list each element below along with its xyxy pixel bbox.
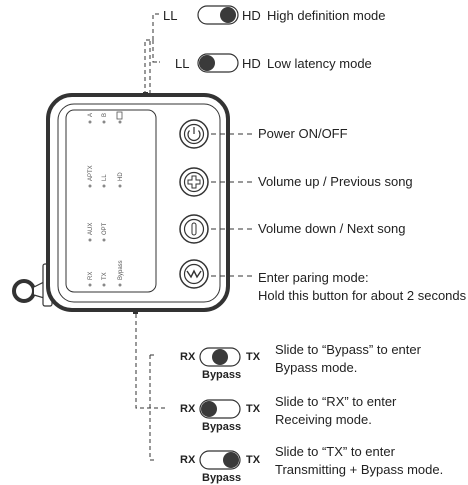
- rx-description-line2: Receiving mode.: [275, 412, 372, 427]
- led-b: B: [102, 113, 108, 117]
- switch-hd: [197, 5, 239, 25]
- pair-description-line1: Enter paring mode:: [258, 270, 369, 285]
- switch-rx: [199, 399, 241, 419]
- led-aux: AUX: [88, 223, 94, 235]
- rx-switch-sub-label: Bypass: [202, 421, 242, 433]
- rx-description-line1: Slide to “RX” to enter: [275, 394, 397, 409]
- bluetooth-pair-icon: [186, 269, 202, 279]
- rx-switch-right-label: TX: [246, 403, 261, 415]
- switch-ll: [197, 53, 239, 73]
- led-opt: OPT: [102, 222, 108, 235]
- tx-description: Slide to “TX” to enter Transmitting + By…: [275, 443, 443, 479]
- bypass-description-line1: Slide to “Bypass” to enter: [275, 342, 421, 357]
- top-connector-lines: [144, 13, 160, 95]
- tx-switch-sub-label: Bypass: [202, 472, 242, 484]
- battery-icon: [116, 111, 123, 120]
- pair-description-line2: Hold this button for about 2 seconds: [258, 288, 467, 303]
- led-hd: HD: [118, 172, 124, 181]
- bypass-switch-left-label: RX: [180, 351, 196, 363]
- top-switch-ll-right-label: HD: [242, 56, 261, 71]
- button-leaders: [211, 133, 252, 277]
- led-aptx: APTX: [88, 165, 94, 181]
- rx-switch-left-label: RX: [180, 403, 196, 415]
- rx-description: Slide to “RX” to enter Receiving mode.: [275, 393, 396, 429]
- led-a: A: [88, 113, 94, 117]
- bypass-description-line2: Bypass mode.: [275, 360, 358, 375]
- power-icon: [187, 127, 201, 142]
- device-body: [46, 92, 230, 314]
- led-bypass: Bypass: [118, 260, 124, 280]
- power-description: Power ON/OFF: [258, 126, 348, 141]
- led-rx: RX: [88, 272, 94, 280]
- tx-switch-right-label: TX: [246, 454, 261, 466]
- led-ll: LL: [102, 174, 108, 181]
- bypass-description: Slide to “Bypass” to enter Bypass mode.: [275, 341, 421, 377]
- led-labels: A APTX AUX RX B LL OPT TX HD Bypass: [88, 113, 124, 280]
- ll-mode-description: Low latency mode: [267, 56, 372, 71]
- led-tx: TX: [102, 272, 108, 280]
- volume-up-description: Volume up / Previous song: [258, 174, 413, 189]
- hd-mode-description: High definition mode: [267, 8, 386, 23]
- pair-button[interactable]: [179, 259, 209, 289]
- volume-down-description: Volume down / Next song: [258, 221, 406, 236]
- plus-icon: [187, 175, 201, 189]
- top-switch-ll-left-label: LL: [175, 56, 190, 71]
- bottom-connector-lines: [135, 314, 165, 461]
- switch-tx: [199, 450, 241, 470]
- switch-bypass: [199, 347, 241, 367]
- tx-description-line2: Transmitting + Bypass mode.: [275, 462, 444, 477]
- tx-description-line1: Slide to “TX” to enter: [275, 444, 395, 459]
- volume-up-button[interactable]: [179, 167, 209, 197]
- pair-description: Enter paring mode: Hold this button for …: [258, 269, 466, 305]
- volume-down-button[interactable]: [179, 214, 209, 244]
- minus-icon: [191, 222, 197, 236]
- top-switch-hd-left-label: LL: [163, 8, 178, 23]
- led-dots: [88, 120, 122, 287]
- bypass-switch-sub-label: Bypass: [202, 369, 242, 381]
- tx-switch-left-label: RX: [180, 454, 196, 466]
- bypass-switch-right-label: TX: [246, 351, 261, 363]
- power-button[interactable]: [179, 119, 209, 149]
- top-switch-hd-right-label: HD: [242, 8, 261, 23]
